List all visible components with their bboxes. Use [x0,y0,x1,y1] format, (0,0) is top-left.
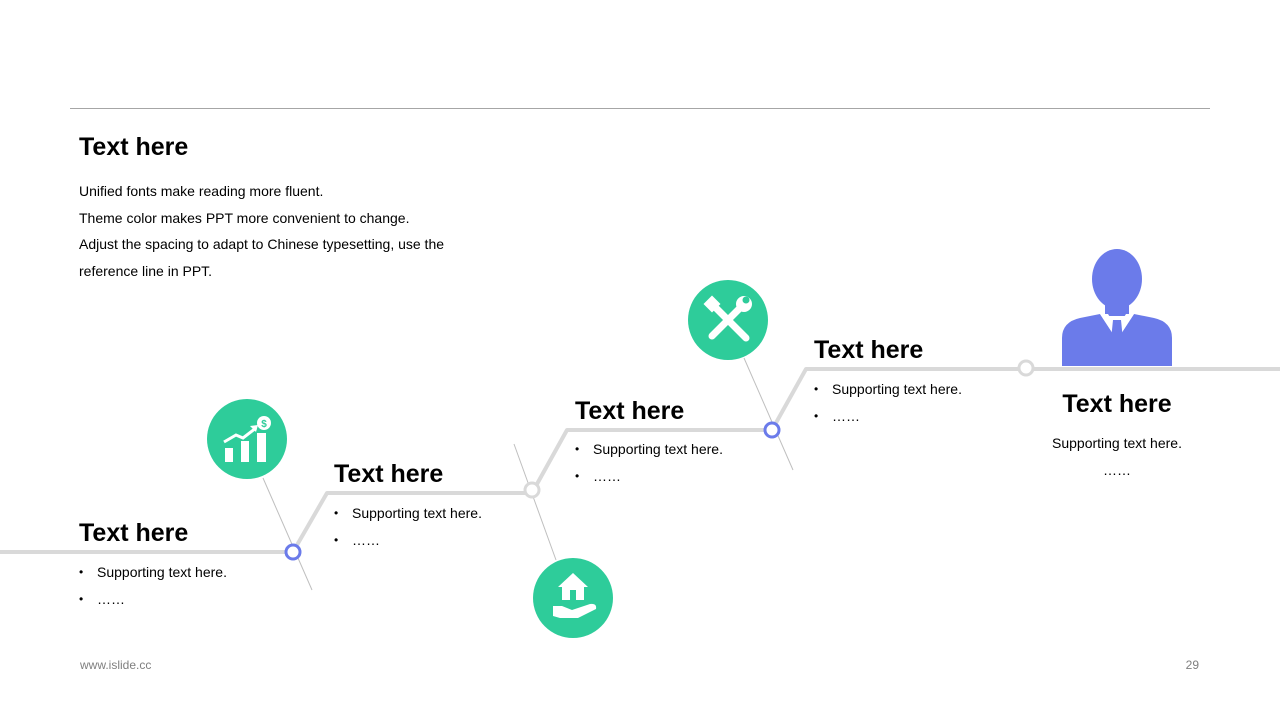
bullet-item: Supporting text here. [575,436,723,463]
staircase-path [0,367,1280,554]
node-marker [523,481,541,499]
businessman-icon [1062,249,1172,366]
node-marker [763,421,781,439]
node-marker [1017,359,1035,377]
step-2-bullets: Supporting text here. …… [334,500,482,554]
bullet-item: …… [79,586,227,613]
step-4-title: Text here [814,336,924,364]
intro-line: Adjust the spacing to adapt to Chinese t… [79,236,445,252]
step-1-bullets: Supporting text here. …… [79,559,227,613]
step-5-line: …… [1103,462,1131,478]
connector-line [262,477,313,591]
tools-icon [688,280,768,360]
page-title: Text here [79,133,189,161]
connector-line [513,443,557,561]
footer-website: www.islide.cc [80,658,152,672]
bullet-item: Supporting text here. [334,500,482,527]
intro-line: Unified fonts make reading more fluent. [79,183,324,199]
intro-paragraph: Unified fonts make reading more fluent. … [79,178,444,284]
step-3-bullets: Supporting text here. …… [575,436,723,490]
bullet-item: Supporting text here. [814,376,962,403]
intro-line: Theme color makes PPT more convenient to… [79,209,410,226]
bullet-item: …… [334,527,482,554]
step-5-line: Supporting text here. [1052,435,1182,451]
svg-text:$: $ [261,419,267,430]
top-divider [70,108,1210,109]
bullet-item: …… [575,463,723,490]
bullet-item: Supporting text here. [79,559,227,586]
node-marker [284,543,302,561]
step-1-title: Text here [79,519,189,547]
connector-line [743,357,794,471]
step-3-title: Text here [575,397,685,425]
step-2-title: Text here [334,460,444,488]
page-number: 29 [1185,658,1199,672]
house-in-hand-icon [533,558,613,638]
bullet-item: …… [814,403,962,430]
step-4-bullets: Supporting text here. …… [814,376,962,430]
intro-line: reference line in PPT. [79,262,213,279]
growth-chart-icon: $ [207,399,287,479]
step-5-title: Text here [1062,390,1172,418]
